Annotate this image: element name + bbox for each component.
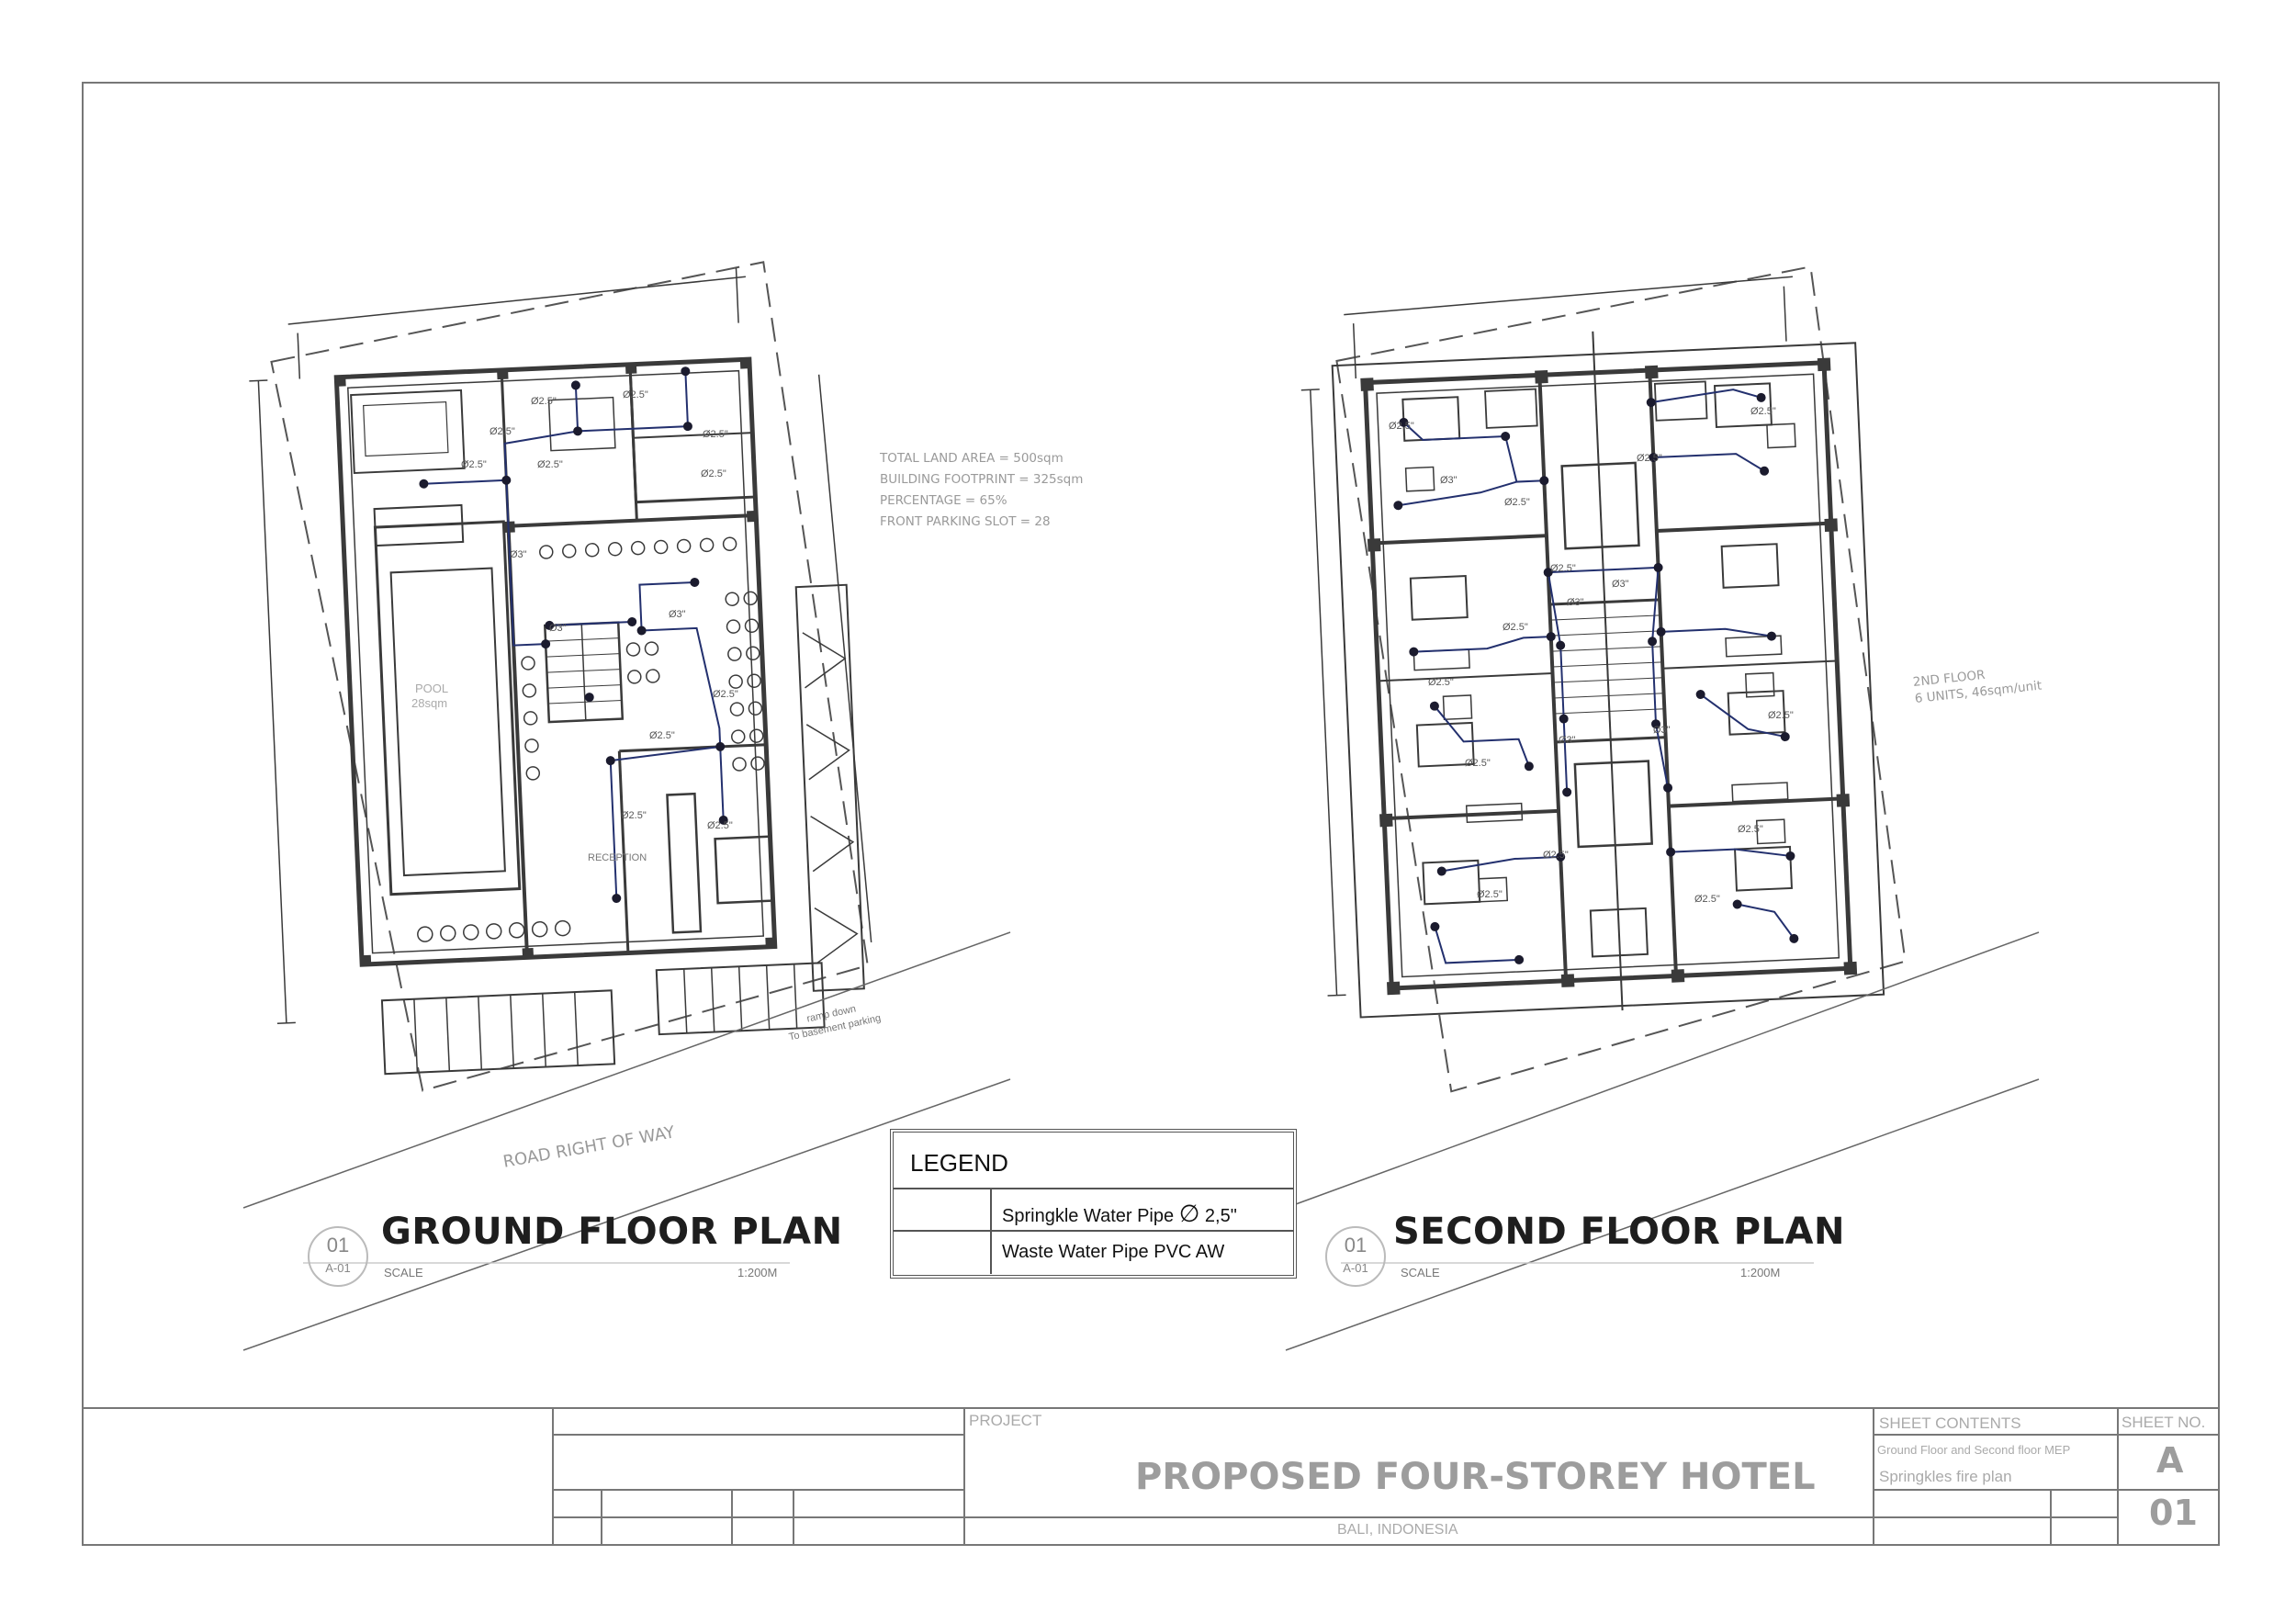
pipe-size-label: Ø2.5" xyxy=(1503,622,1528,633)
pipe-size-label: Ø2.5" xyxy=(713,689,738,700)
pipe-size-label: Ø2.5" xyxy=(1465,758,1491,769)
project-title: PROPOSED FOUR-STOREY HOTEL xyxy=(1135,1456,1816,1498)
second-drain-nodes xyxy=(1393,392,1799,964)
pipe-size-label: Ø2.5" xyxy=(701,468,726,479)
second-floor-plan-title: SECOND FLOOR PLAN xyxy=(1393,1211,1845,1253)
second-plan-bubble-ref: A-01 xyxy=(1343,1261,1368,1275)
sheet-contents-line2: Springkles fire plan xyxy=(1879,1468,2012,1485)
ground-plan-bubble: 01 A-01 xyxy=(308,1226,368,1287)
pipe-size-label: Ø2.5" xyxy=(461,459,487,470)
pipe-size-label: Ø2.5" xyxy=(1504,497,1530,508)
pipe-size-label: Ø3" xyxy=(510,549,527,560)
sheet-number: 01 xyxy=(2149,1493,2198,1533)
ground-sprinkler-pipes xyxy=(423,371,725,899)
pool-area-label: 28sqm xyxy=(411,696,448,710)
legend-sprinkler-name: Springkle Water Pipe xyxy=(1002,1206,1175,1226)
pipe-size-label: Ø2.5" xyxy=(649,730,675,741)
ground-floor-plan-title: GROUND FLOOR PLAN xyxy=(381,1211,843,1253)
ground-plan-bubble-number: 01 xyxy=(326,1234,350,1257)
second-plan-bubble-number: 01 xyxy=(1344,1234,1367,1257)
site-stat-percentage: PERCENTAGE = 65% xyxy=(880,493,1007,508)
second-floor-plan-drawing xyxy=(1300,265,1907,1093)
ground-floor-plan-drawing xyxy=(249,261,872,1092)
pipe-size-label: Ø2.5" xyxy=(1477,889,1503,900)
pipe-size-label: Ø2.5" xyxy=(1543,850,1569,861)
legend-diameter-symbol: ∅ xyxy=(1178,1200,1200,1227)
reception-label: RECEPTION xyxy=(588,852,647,863)
pipe-size-label: Ø2.5" xyxy=(537,459,563,470)
pipe-size-label: Ø2.5" xyxy=(1694,894,1720,905)
pipe-size-label: Ø2.5" xyxy=(1637,453,1662,464)
pipe-size-label: Ø3" xyxy=(1612,579,1629,590)
pipe-size-label: Ø2.5" xyxy=(621,810,647,821)
pipe-size-label: Ø3" xyxy=(1653,725,1671,736)
legend: LEGEND Springkle Water Pipe ∅ 2,5" Waste… xyxy=(890,1129,1297,1279)
ramp xyxy=(794,583,865,992)
road-line-2 xyxy=(242,1078,1011,1351)
ground-drain-nodes xyxy=(419,366,728,904)
pipe-size-label: Ø2.5" xyxy=(1768,710,1794,721)
pipe-size-label: Ø3" xyxy=(549,623,567,634)
second-scale-label: SCALE xyxy=(1401,1266,1440,1279)
legend-title: LEGEND xyxy=(910,1149,1008,1177)
bed-unit-1 xyxy=(1401,396,1461,442)
pipe-size-label: Ø3" xyxy=(1567,597,1584,608)
sheet-no-label: SHEET NO. xyxy=(2122,1414,2206,1431)
pipe-size-label: Ø3" xyxy=(669,609,686,620)
pipe-size-label: Ø2.5" xyxy=(531,396,557,407)
second-road-line-2 xyxy=(1285,1078,2040,1351)
legend-row-waste: Waste Water Pipe PVC AW xyxy=(894,1230,1293,1274)
pipe-size-label: Ø2.5" xyxy=(490,426,515,437)
pipe-size-label: Ø3" xyxy=(1440,475,1458,486)
pipe-size-label: Ø2.5" xyxy=(703,429,728,440)
road-line-1 xyxy=(242,931,1011,1209)
pipe-size-label: Ø2.5" xyxy=(1428,677,1454,688)
legend-symbol-cell xyxy=(894,1189,992,1232)
legend-symbol-cell xyxy=(894,1232,992,1274)
legend-label-waste: Waste Water Pipe PVC AW xyxy=(1002,1242,1225,1262)
project-location: BALI, INDONESIA xyxy=(1337,1522,1458,1538)
reception-counter xyxy=(666,792,703,934)
site-stat-footprint: BUILDING FOOTPRINT = 325sqm xyxy=(880,472,1084,487)
sheet-contents-label: SHEET CONTENTS xyxy=(1879,1414,2021,1432)
ground-scale-value: 1:200M xyxy=(737,1266,778,1279)
legend-sprinkler-size: 2,5" xyxy=(1204,1206,1237,1226)
legend-row-sprinkler: Springkle Water Pipe ∅ 2,5" xyxy=(894,1188,1293,1232)
ground-plan-bubble-ref: A-01 xyxy=(325,1261,351,1275)
parking-slots-left xyxy=(380,989,616,1076)
sheet-border xyxy=(82,82,2220,1546)
second-site-boundary xyxy=(1335,265,1907,1093)
project-label: PROJECT xyxy=(969,1412,1042,1429)
title-block-grid xyxy=(552,1408,2219,1545)
pool xyxy=(373,520,522,896)
pipe-size-label: Ø2.5" xyxy=(1750,406,1776,417)
sheet-contents-line1: Ground Floor and Second floor MEP xyxy=(1877,1443,2071,1457)
site-boundary xyxy=(270,261,869,1092)
site-stat-parking: FRONT PARKING SLOT = 28 xyxy=(880,514,1051,529)
pipe-size-label: Ø2.5" xyxy=(1389,421,1414,432)
second-road-line-1 xyxy=(1285,931,2040,1209)
second-scale-value: 1:200M xyxy=(1740,1266,1781,1279)
pipe-size-label: Ø3" xyxy=(1559,735,1576,746)
second-plan-bubble: 01 A-01 xyxy=(1325,1226,1386,1287)
sheet-series: A xyxy=(2156,1440,2184,1481)
pipe-size-label: Ø2.5" xyxy=(1550,563,1576,574)
pipe-size-label: Ø2.5" xyxy=(707,820,733,831)
ground-scale-label: SCALE xyxy=(384,1266,423,1279)
pipe-size-label: Ø2.5" xyxy=(623,389,648,400)
site-stat-land-area: TOTAL LAND AREA = 500sqm xyxy=(880,451,1064,466)
pool-label: POOL xyxy=(415,682,449,695)
legend-label-sprinkler: Springkle Water Pipe ∅ 2,5" xyxy=(1002,1200,1237,1228)
pipe-size-label: Ø2.5" xyxy=(1738,824,1763,835)
